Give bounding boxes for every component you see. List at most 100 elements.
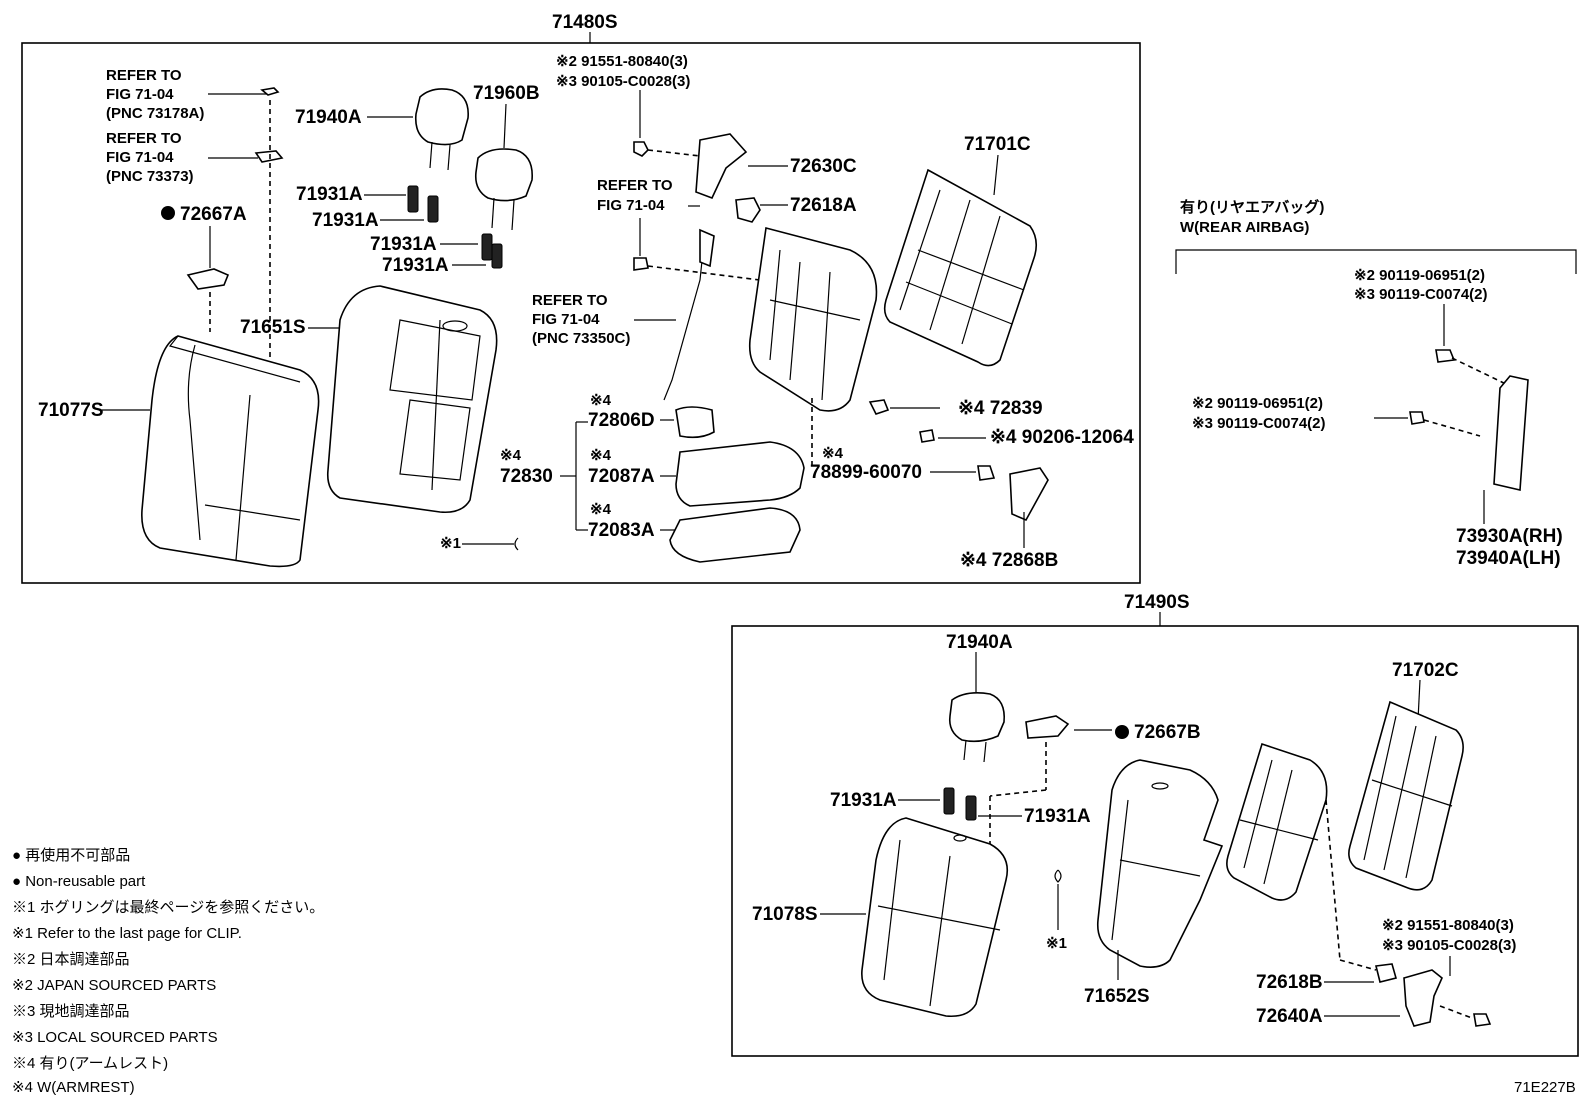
legend-line-2: ● Non-reusable part: [12, 873, 146, 890]
part-label-71702C: 71702C: [1392, 660, 1459, 681]
part-label-71077S: 71077S: [38, 400, 104, 421]
legend-line-10: ※4 W(ARMREST): [12, 1079, 135, 1096]
part-label-72087A: 72087A: [588, 466, 655, 487]
legend-line-1: ● 再使用不可部品: [12, 847, 130, 864]
part-label-78899-60070: 78899-60070: [810, 462, 922, 483]
bolt-note-lower-91551: ※2 91551-80840(3): [1382, 917, 1514, 934]
refer-note-4-line1: REFER TO: [532, 292, 608, 309]
seatback-frame-lower: [1226, 742, 1328, 901]
legend-line-6: ※2 JAPAN SOURCED PARTS: [12, 977, 216, 994]
legend-line-9: ※4 有り(アームレスト): [12, 1055, 168, 1072]
svg-text:FIG 71-04: FIG 71-04: [106, 86, 174, 103]
seatback-board-71701C: [883, 168, 1038, 367]
part-label-71931A-lower-1: 71931A: [830, 790, 897, 811]
part-label-72640A: 72640A: [1256, 1006, 1323, 1027]
airbag-module: [1493, 375, 1529, 491]
part-label-72618B: 72618B: [1256, 972, 1323, 993]
svg-text:FIG 71-04: FIG 71-04: [106, 149, 174, 166]
bushing-part-72839: [868, 399, 890, 415]
cover-part-72868B: [1009, 467, 1049, 522]
refer-note-73373: REFER TO FIG 71-04 (PNC 73373): [106, 130, 284, 185]
hog-ring-icon-2: [1054, 869, 1062, 883]
upper-group-frame: [21, 42, 1141, 584]
airbag-group-label-en: W(REAR AIRBAG): [1180, 219, 1309, 236]
seat-belt-guide: [663, 231, 706, 401]
lower-group-frame: [731, 625, 1579, 1057]
headrest-71940A: [414, 88, 469, 171]
headrest-guide-lower-parts: [943, 787, 977, 821]
svg-text:REFER TO: REFER TO: [106, 130, 182, 147]
non-reusable-dot-icon-2: [1115, 725, 1129, 739]
part-label-72667A: 72667A: [180, 204, 247, 225]
airbag-bolt-top-b: ※3 90119-C0074(2): [1354, 286, 1488, 303]
bolt-note-90105: ※3 90105-C0028(3): [556, 73, 690, 90]
clip-note-1-lower: ※1: [1046, 935, 1067, 952]
legend-line-3: ※1 ホグリングは最終ページを参照ください。: [12, 899, 324, 916]
headrest-lower-71940A: [948, 692, 1006, 763]
headrest-guide-parts: [407, 185, 503, 269]
bolt-part-2: [633, 257, 649, 271]
mark4-a: ※4: [590, 392, 612, 409]
part-label-71931A-4: 71931A: [382, 255, 449, 276]
mark4-c: ※4: [590, 447, 612, 464]
mark4-e: ※4: [822, 445, 844, 462]
seatback-frame: [748, 226, 878, 412]
part-label-90206-12064: ※4 90206-12064: [990, 427, 1134, 448]
refer-note-4-line2: FIG 71-04: [532, 311, 600, 328]
part-label-71960B: 71960B: [473, 83, 540, 104]
part-label-71701C: 71701C: [964, 134, 1031, 155]
bracket-part-72630C: [695, 133, 748, 200]
part-label-71931A-1: 71931A: [296, 184, 363, 205]
airbag-bolt-mid-a: ※2 90119-06951(2): [1192, 395, 1323, 412]
clip-part: [260, 87, 280, 96]
cover-part-72618B: [1375, 963, 1397, 983]
bolt-note-91551: ※2 91551-80840(3): [556, 53, 688, 70]
cover-part-72618A: [735, 197, 761, 223]
airbag-bolt-top: [1435, 349, 1456, 363]
svg-text:(PNC 73178A): (PNC 73178A): [106, 105, 204, 122]
mark4-d: ※4: [590, 501, 612, 518]
part-label-72083A: 72083A: [588, 520, 655, 541]
refer-note-73178A: REFER TO FIG 71-04 (PNC 73178A): [106, 67, 280, 122]
part-label-72868B: ※4 72868B: [960, 550, 1058, 571]
mark4-b: ※4: [500, 447, 522, 464]
legend-line-5: ※2 日本調達部品: [12, 951, 130, 968]
hook-part-72667B: [1025, 715, 1070, 739]
airbag-group-label-jp: 有り(リヤエアバッグ): [1180, 198, 1324, 216]
screw-part-78899: [977, 465, 996, 481]
part-label-71940A-lower: 71940A: [946, 632, 1013, 653]
part-label-73940A-LH: 73940A(LH): [1456, 548, 1561, 569]
airbag-group-bracket: [1175, 249, 1577, 274]
airbag-bolt-mid-b: ※3 90119-C0074(2): [1192, 415, 1326, 432]
svg-text:REFER TO: REFER TO: [106, 67, 182, 84]
part-label-72830: 72830: [500, 466, 553, 487]
seatback-pad-71651S: [326, 285, 498, 514]
hog-ring-icon: [514, 537, 519, 551]
hook-part-72667A: [186, 268, 230, 290]
belt-anchor-part: [699, 228, 715, 268]
part-label-71931A-2: 71931A: [312, 210, 379, 231]
legend: ● 再使用不可部品 ● Non-reusable part ※1 ホグリングは最…: [12, 847, 324, 1096]
svg-text:(PNC 73373): (PNC 73373): [106, 168, 194, 185]
assembly-71480S-label: 71480S: [552, 12, 618, 33]
part-label-72618A: 72618A: [790, 195, 857, 216]
part-label-71078S: 71078S: [752, 904, 818, 925]
armrest-base-72083A: [669, 507, 801, 563]
assembly-71490S-label: 71490S: [1124, 592, 1190, 613]
clip-note-1-upper: ※1: [440, 535, 461, 552]
airbag-bolt-mid: [1409, 411, 1425, 425]
armrest-72087A: [675, 441, 805, 507]
refer-note-4-line3: (PNC 73350C): [532, 330, 630, 347]
refer-note-3-line2: FIG 71-04: [597, 197, 665, 214]
bracket-part: [254, 150, 284, 163]
legend-line-8: ※3 LOCAL SOURCED PARTS: [12, 1029, 218, 1046]
refer-note-3-line1: REFER TO: [597, 177, 673, 194]
part-label-71651S: 71651S: [240, 317, 306, 338]
legend-line-4: ※1 Refer to the last page for CLIP.: [12, 925, 242, 942]
part-label-71931A-3: 71931A: [370, 234, 437, 255]
clip-part-90206: [919, 429, 935, 443]
cup-holder-72806D: [675, 406, 715, 439]
bolt-part-lower: [1473, 1013, 1492, 1027]
non-reusable-dot-icon: [161, 206, 175, 220]
